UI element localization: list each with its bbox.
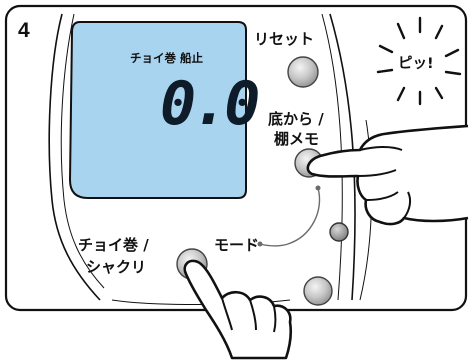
mode-label: モード (214, 236, 259, 254)
reset-button[interactable] (287, 56, 319, 88)
lcd-value: 0.0 (160, 69, 258, 139)
beep-text: ピッ! (398, 55, 434, 72)
hand-bottom-icon (183, 259, 293, 360)
step-number: 4 (18, 19, 30, 42)
lcd-screen (68, 21, 247, 199)
mode-connector-dot-bottom (257, 241, 263, 247)
hand-right-icon (306, 124, 469, 226)
beep-burst-icon (376, 16, 462, 106)
body-contour-left (48, 13, 101, 301)
choi-label-line2: シャクリ (86, 258, 146, 276)
side-button-upper[interactable] (329, 222, 349, 242)
bottom-memo-label-line2: 棚メモ (274, 130, 319, 148)
body-contour-right (329, 13, 356, 301)
lcd-title: チョイ巻 船止 (130, 51, 204, 65)
bottom-memo-label-line1: 底から / (268, 110, 324, 128)
body-contour-left-inner (60, 13, 105, 289)
mode-connector-dot-top (315, 185, 321, 191)
body-contour-right-inner (321, 13, 343, 301)
mode-connector-line (259, 187, 321, 247)
side-button-lower[interactable] (303, 276, 333, 306)
reset-label: リセット (254, 30, 314, 48)
choi-label-line1: チョイ巻 / (78, 236, 149, 254)
